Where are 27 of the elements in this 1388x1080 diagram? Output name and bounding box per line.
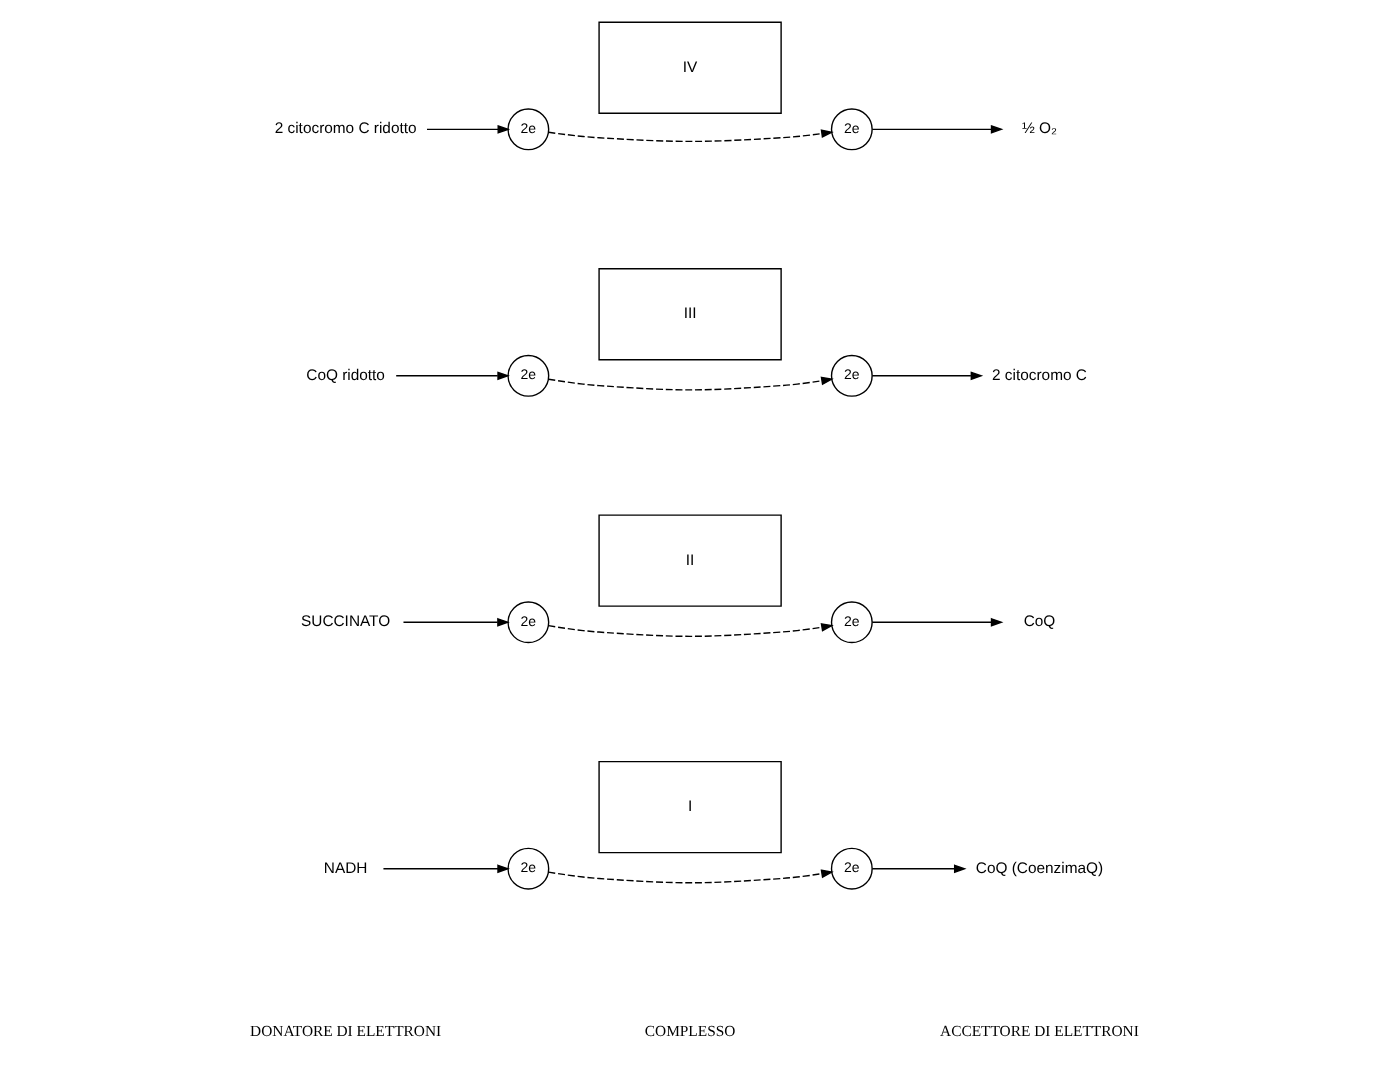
arrow [870, 124, 1003, 134]
node-text: CoQ [1022, 612, 1055, 631]
arrow [546, 622, 833, 638]
arrow [546, 376, 833, 391]
node-text: 2 citocromo C ridotto [273, 119, 416, 138]
arrow [870, 864, 966, 874]
node-box: I [597, 760, 781, 854]
label: DONATORE DI ELETTRONI [249, 1022, 441, 1041]
arrow [401, 617, 509, 627]
node-text: CoQ ridotto [305, 365, 384, 384]
arrow [425, 124, 510, 134]
node-text: 2 citocromo C [991, 365, 1086, 384]
label: COMPLESSO [643, 1022, 735, 1041]
arrow [381, 864, 509, 874]
arrow [546, 869, 833, 884]
node-text: SUCCINATO [300, 612, 390, 631]
arrow [546, 129, 833, 143]
node-box: IV [597, 21, 781, 114]
arrow [394, 371, 509, 381]
arrow [870, 617, 1003, 627]
label: ACCETTORE DI ELETTRONI [939, 1022, 1138, 1041]
node-box: III [597, 268, 781, 361]
node-text: CoQ (CoenzimaQ) [974, 858, 1103, 877]
arrow [870, 371, 983, 381]
node-text: NADH [322, 858, 367, 877]
node-text: ½ O₂ [1020, 119, 1056, 138]
node-box: II [597, 514, 781, 607]
